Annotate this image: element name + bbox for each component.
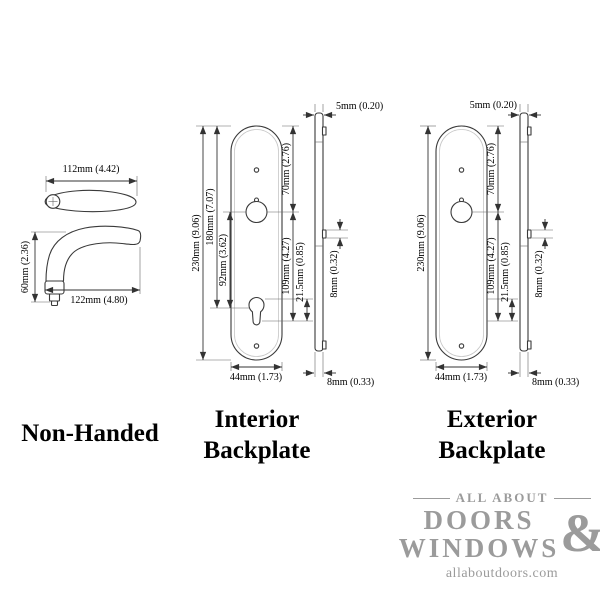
interior-dim-height-label: 230mm (9.06) bbox=[191, 214, 202, 271]
exterior-plate bbox=[435, 125, 488, 361]
logo-top-row: ALL ABOUT bbox=[413, 490, 591, 506]
interior-dim-tab-label: 8mm (0.32) bbox=[329, 250, 340, 297]
exterior-dim-height-label: 230mm (9.06) bbox=[416, 214, 427, 271]
handle-diagram: 112mm (4.42) 122mm (4.80) 60mm (2.36) bbox=[20, 164, 142, 307]
caption-interior: Interior Backplate bbox=[168, 404, 346, 467]
logo-doors: DOORS bbox=[423, 505, 535, 535]
handle-dim-side-width-label: 122mm (4.80) bbox=[70, 295, 127, 306]
handle-spindle-tip bbox=[50, 300, 59, 307]
interior-dim-width-label: 44mm (1.73) bbox=[230, 372, 282, 383]
interior-handle-hub bbox=[245, 200, 268, 224]
exterior-side-profile bbox=[519, 112, 529, 352]
interior-bottom-hole bbox=[253, 343, 260, 349]
exterior-dim-70-label: 70mm (2.76) bbox=[486, 143, 497, 195]
handle-dim-top-width-label: 112mm (4.42) bbox=[63, 164, 120, 175]
interior-dim-92-label: 92mm (3.62) bbox=[218, 234, 229, 286]
exterior-handle-hub bbox=[450, 200, 473, 224]
exterior-dim-215-label: 21.5mm (0.85) bbox=[500, 242, 511, 302]
logo-ampersand-icon: & bbox=[560, 506, 600, 560]
caption-exterior-line1: Exterior bbox=[446, 406, 538, 433]
logo-url: allaboutdoors.com bbox=[445, 565, 559, 581]
logo-rule-right bbox=[554, 497, 591, 499]
exterior-dim-109-label: 109mm (4.27) bbox=[486, 237, 497, 294]
logo-main: DOORS WINDOWS & bbox=[399, 506, 600, 563]
interior-dim-215-label: 21.5mm (0.85) bbox=[295, 242, 306, 302]
interior-dim-180-label: 180mm (7.07) bbox=[205, 188, 216, 245]
interior-dim-strip-width-label: 8mm (0.33) bbox=[327, 377, 374, 388]
handle-dim-height: 60mm (2.36) bbox=[20, 231, 66, 303]
handle-spindle-stub bbox=[48, 293, 61, 302]
exterior-dim-tab-label: 8mm (0.32) bbox=[534, 250, 545, 297]
exterior-top-hole bbox=[458, 167, 465, 173]
logo-all-about: ALL ABOUT bbox=[455, 490, 549, 505]
interior-side-profile bbox=[314, 112, 324, 352]
handle-dim-side-width: 122mm (4.80) bbox=[45, 247, 141, 306]
exterior-bottom-hole bbox=[458, 343, 465, 349]
handle-hub-side bbox=[44, 280, 65, 295]
caption-exterior: Exterior Backplate bbox=[403, 404, 581, 467]
caption-non-handed: Non-Handed bbox=[21, 420, 159, 447]
handle-side-view bbox=[45, 225, 142, 282]
logo-rule-left bbox=[413, 497, 450, 499]
interior-dim-thickness-label: 5mm (0.20) bbox=[336, 101, 383, 112]
interior-dim-109-label: 109mm (4.27) bbox=[281, 237, 292, 294]
exterior-backplate-diagram: 230mm (9.06) 70mm (2.76) 109mm (4.27) 21… bbox=[416, 100, 579, 388]
logo: ALL ABOUT DOORS WINDOWS & allaboutdoors.… bbox=[399, 490, 600, 582]
caption-interior-line1: Interior bbox=[214, 406, 300, 433]
interior-backplate-diagram: 230mm (9.06) 180mm (7.07) 92mm (3.62) 70… bbox=[191, 101, 383, 388]
exterior-dim-strip-width-label: 8mm (0.33) bbox=[532, 377, 579, 388]
logo-words: DOORS WINDOWS bbox=[399, 506, 560, 563]
handle-dim-top-width: 112mm (4.42) bbox=[45, 164, 138, 196]
exterior-dim-width-label: 44mm (1.73) bbox=[435, 372, 487, 383]
interior-keyhole bbox=[248, 296, 265, 326]
interior-top-hole bbox=[253, 167, 260, 173]
caption-exterior-line2: Backplate bbox=[438, 437, 546, 465]
caption-interior-line2: Backplate bbox=[203, 437, 311, 465]
interior-dim-70-label: 70mm (2.76) bbox=[281, 143, 292, 195]
logo-windows: WINDOWS bbox=[398, 533, 560, 564]
handle-dim-height-label: 60mm (2.36) bbox=[20, 241, 31, 293]
exterior-dim-thickness-label: 5mm (0.20) bbox=[470, 100, 517, 111]
